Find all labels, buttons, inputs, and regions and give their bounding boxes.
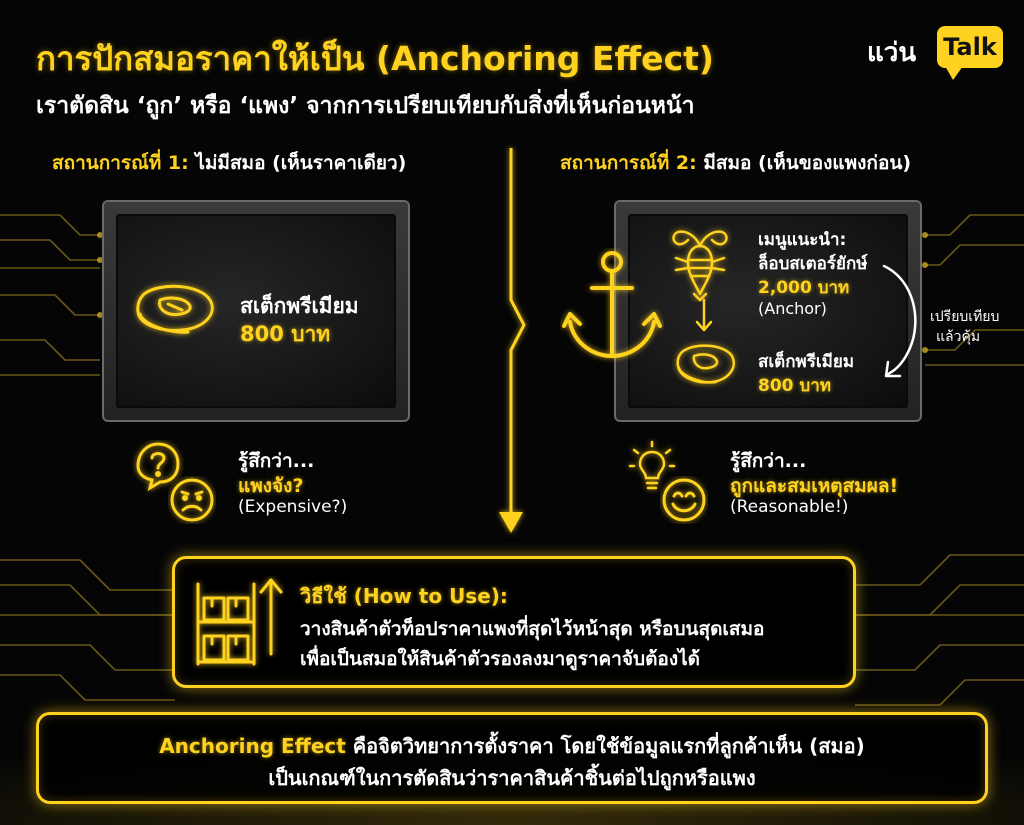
definition-term: Anchoring Effect — [159, 734, 346, 758]
definition-box — [36, 712, 988, 804]
scenario1-item-price: 800 บาท — [240, 322, 331, 346]
scenario2-anchor-price: 2,000 บาท — [758, 278, 850, 298]
definition-line1: Anchoring Effect คือจิตวิทยาการตั้งราคา … — [36, 730, 988, 762]
page-title: การปักสมอราคาให้เป็น (Anchoring Effect) — [36, 39, 714, 78]
scenario2-anchor-tag: (Anchor) — [758, 299, 827, 318]
how-to-title: วิธีใช้ (How to Use): — [300, 584, 508, 608]
how-to-line2: เพื่อเป็นสมอให้สินค้าตัวรองลงมาดูราคาจับ… — [300, 648, 700, 670]
scenario2-feel-value: ถูกและสมเหตุสมผล! — [730, 475, 899, 497]
lightbulb-icon — [628, 440, 676, 490]
scenario1-feel-label: รู้สึกว่า... — [238, 450, 315, 472]
brand-bubble-tail — [945, 66, 963, 80]
monitor-scenario1 — [102, 200, 410, 422]
question-bubble-icon — [136, 442, 180, 492]
definition-line2: เป็นเกณฑ์ในการตัดสินว่าราคาสินค้าชิ้นต่อ… — [268, 766, 756, 790]
scenario2-anchor-title-2: ล็อบสเตอร์ยักษ์ — [758, 254, 868, 274]
scenario2-compare-1: เปรียบเทียบ — [930, 309, 1000, 325]
steak-icon — [136, 284, 214, 334]
shelf-boxes-icon — [196, 582, 256, 666]
scenario1-label-highlight: สถานการณ์ที่ 1: — [52, 152, 189, 174]
scenario1-label-rest: ไม่มีสมอ (เห็นราคาเดียว) — [188, 152, 407, 174]
scenario2-label: สถานการณ์ที่ 2: มีสมอ (เห็นของแพงก่อน) — [560, 148, 911, 178]
brand-bubble: Talk — [937, 26, 1003, 68]
brand-logo: แว่น Talk — [867, 22, 1007, 84]
up-arrow-icon — [259, 578, 283, 656]
smile-face-icon — [662, 478, 706, 522]
how-to-use-box — [172, 556, 856, 688]
how-to-line1: วางสินค้าตัวท็อปราคาแพงที่สุดไว้หน้าสุด … — [300, 618, 765, 640]
scenario2-anchor-title-1: เมนูแนะนำ: — [758, 230, 847, 250]
scenario2-label-rest: มีสมอ (เห็นของแพงก่อน) — [696, 152, 912, 174]
scenario1-item-name: สเต็กพรีเมียม — [240, 294, 359, 318]
brand-word: แว่น — [867, 38, 917, 68]
worried-face-icon — [170, 478, 214, 522]
scenario1-feel-value: แพงจัง? — [238, 475, 304, 497]
anchor-icon — [562, 251, 662, 358]
curved-arrow-icon — [882, 264, 917, 378]
down-arrow-icon — [695, 298, 713, 332]
monitor-scenario2 — [614, 200, 922, 422]
scenario2-compare-2: แล้วคุ้ม — [936, 329, 981, 345]
scenario2-label-highlight: สถานการณ์ที่ 2: — [560, 152, 697, 174]
scenario2-feel-en: (Reasonable!) — [730, 497, 849, 517]
scenario2-item-price: 800 บาท — [758, 376, 831, 396]
monitor-scenario2-screen — [628, 214, 908, 408]
scenario1-feel-en: (Expensive?) — [238, 497, 348, 517]
steak-icon-small — [676, 344, 735, 384]
definition-line1-rest: คือจิตวิทยาการตั้งราคา โดยใช้ข้อมูลแรกที… — [345, 734, 865, 758]
scenario2-item-name: สเต็กพรีเมียม — [758, 352, 855, 372]
lobster-icon — [672, 230, 728, 302]
page-subtitle: เราตัดสิน ‘ถูก’ หรือ ‘แพง’ จากการเปรียบเ… — [36, 93, 695, 119]
scenario2-feel-label: รู้สึกว่า... — [730, 450, 807, 472]
scenario1-label: สถานการณ์ที่ 1: ไม่มีสมอ (เห็นราคาเดียว) — [52, 148, 406, 178]
